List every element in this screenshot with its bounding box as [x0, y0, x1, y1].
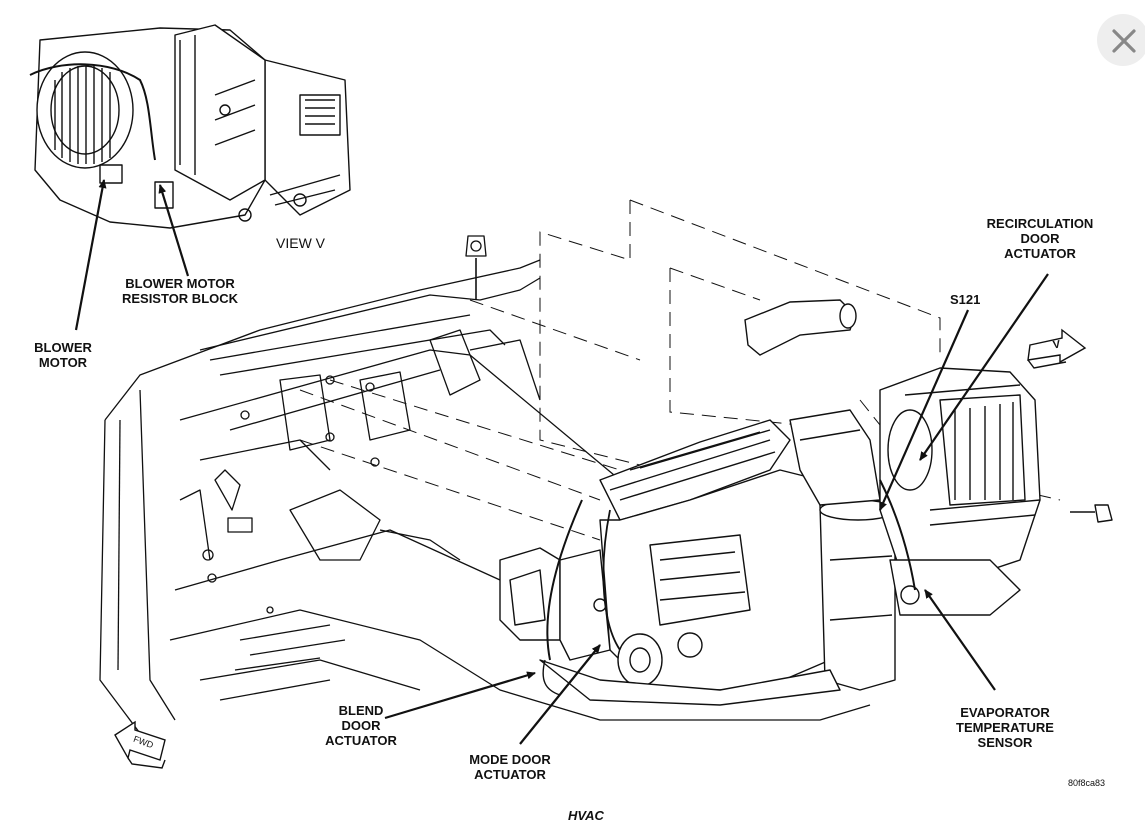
- recirc-actuator-line-1: RECIRCULATION: [986, 216, 1094, 231]
- leader-resistor-block: [158, 184, 190, 277]
- leader-blend-actuator: [384, 671, 536, 720]
- blend-actuator-label: BLEND DOOR ACTUATOR: [320, 703, 402, 748]
- mode-actuator-line-1: MODE DOOR: [469, 752, 551, 767]
- close-button[interactable]: [1097, 14, 1145, 66]
- evap-sensor-label: EVAPORATOR TEMPERATURE SENSOR: [940, 705, 1070, 750]
- duct-adapter: [744, 299, 857, 356]
- evap-sensor-line-3: SENSOR: [977, 735, 1033, 750]
- image-code: 80f8ca83: [1068, 778, 1106, 788]
- close-icon: [1112, 29, 1136, 53]
- fwd-arrow-icon: [114, 720, 166, 769]
- view-v-label: VIEW V: [276, 235, 326, 251]
- blend-actuator-line-2: DOOR: [341, 718, 381, 733]
- blend-actuator-line-3: ACTUATOR: [325, 733, 397, 748]
- leader-lines: [74, 179, 1049, 745]
- recirc-actuator-line-3: ACTUATOR: [1004, 246, 1076, 261]
- view-v-inset: [29, 24, 351, 229]
- blower-motor-line-2: MOTOR: [38, 355, 88, 370]
- leader-blower-motor: [74, 179, 107, 331]
- hvac-housing: [499, 367, 1113, 706]
- blower-motor-line-1: BLOWER: [34, 340, 92, 355]
- blower-motor-label: BLOWER MOTOR: [28, 340, 98, 370]
- leader-recirc-actuator: [919, 273, 1049, 461]
- mode-actuator-line-2: ACTUATOR: [474, 767, 546, 782]
- alignment-lines: [299, 199, 1061, 541]
- leader-evap-sensor: [924, 589, 996, 691]
- resistor-block-line-2: RESISTOR BLOCK: [121, 291, 239, 306]
- splice-s121-label: S121: [950, 292, 981, 307]
- resistor-block-line-1: BLOWER MOTOR: [125, 276, 235, 291]
- resistor-block-label: BLOWER MOTOR RESISTOR BLOCK: [110, 276, 250, 306]
- evap-sensor-line-2: TEMPERATURE: [956, 720, 1054, 735]
- figure-caption: HVAC: [568, 808, 604, 823]
- recirc-actuator-label: RECIRCULATION DOOR ACTUATOR: [970, 216, 1110, 261]
- mode-actuator-label: MODE DOOR ACTUATOR: [455, 752, 565, 782]
- leader-mode-actuator: [519, 644, 601, 745]
- view-arrow-icon: [1027, 328, 1087, 369]
- leader-s121: [878, 309, 970, 511]
- blend-actuator-line-1: BLEND: [338, 703, 384, 718]
- evap-sensor-line-1: EVAPORATOR: [960, 705, 1050, 720]
- recirc-actuator-line-2: DOOR: [1020, 231, 1060, 246]
